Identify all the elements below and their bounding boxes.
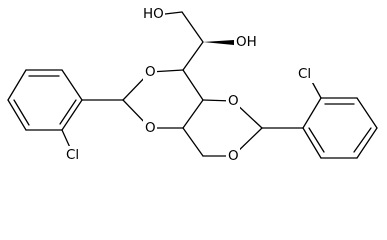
bond-left-ring-1 <box>61 69 83 101</box>
bond-left-ring-3 <box>7 69 27 101</box>
bond-left-ring-6 <box>61 99 83 131</box>
bond-ch2-choh <box>181 11 204 43</box>
label-background-layer <box>64 5 317 165</box>
atom-label-oh-right: OH <box>236 34 257 50</box>
bond-layer <box>7 11 378 159</box>
bond-left-ring-inner-c <box>59 99 77 125</box>
bond-c4-c5 <box>182 69 204 101</box>
atom-label-ring-o-left-top: O <box>145 64 156 80</box>
bg-ring-o-left-bottom <box>143 120 157 137</box>
bond-right-ring-4 <box>356 127 378 159</box>
bond-left-ring-4 <box>7 99 27 131</box>
atom-label-ring-o-left-bottom: O <box>145 120 156 136</box>
bg-oh-right <box>235 33 261 51</box>
atom-label-cl-right: Cl <box>298 66 311 82</box>
atom-label-layer: HO OH O O O O Cl Cl <box>66 6 311 164</box>
bond-c5-c-bottom <box>182 99 204 129</box>
atom-label-cl-left: Cl <box>66 147 79 163</box>
bond-right-ring-3 <box>356 97 378 129</box>
bg-ring-o-left-top <box>143 64 157 81</box>
bg-ring-o-right-top <box>226 93 240 110</box>
bond-ch2-c-bottom <box>182 127 204 157</box>
bg-oh-top <box>140 5 165 23</box>
bond-ho-ch2 <box>164 11 183 15</box>
bond-right-ring-6 <box>302 127 322 159</box>
atom-label-ring-o-right-top: O <box>228 93 239 109</box>
bond-choh-ring <box>182 41 204 71</box>
bg-cl-left <box>64 146 84 164</box>
bond-left-ring-inner-b <box>13 99 30 126</box>
bond-right-ring-inner-b <box>353 127 372 153</box>
atom-label-ho-top: HO <box>143 6 164 22</box>
bg-ring-o-right-bottom <box>226 148 240 165</box>
bond-right-ring-1 <box>302 97 322 129</box>
atom-label-ring-o-right-bottom: O <box>228 148 239 164</box>
bg-cl-right <box>297 65 317 83</box>
bond-choh-oh-wedge <box>203 40 234 45</box>
bond-right-ring-inner-c <box>308 127 325 153</box>
molecule-structure: HO OH O O O O Cl Cl <box>7 5 378 165</box>
